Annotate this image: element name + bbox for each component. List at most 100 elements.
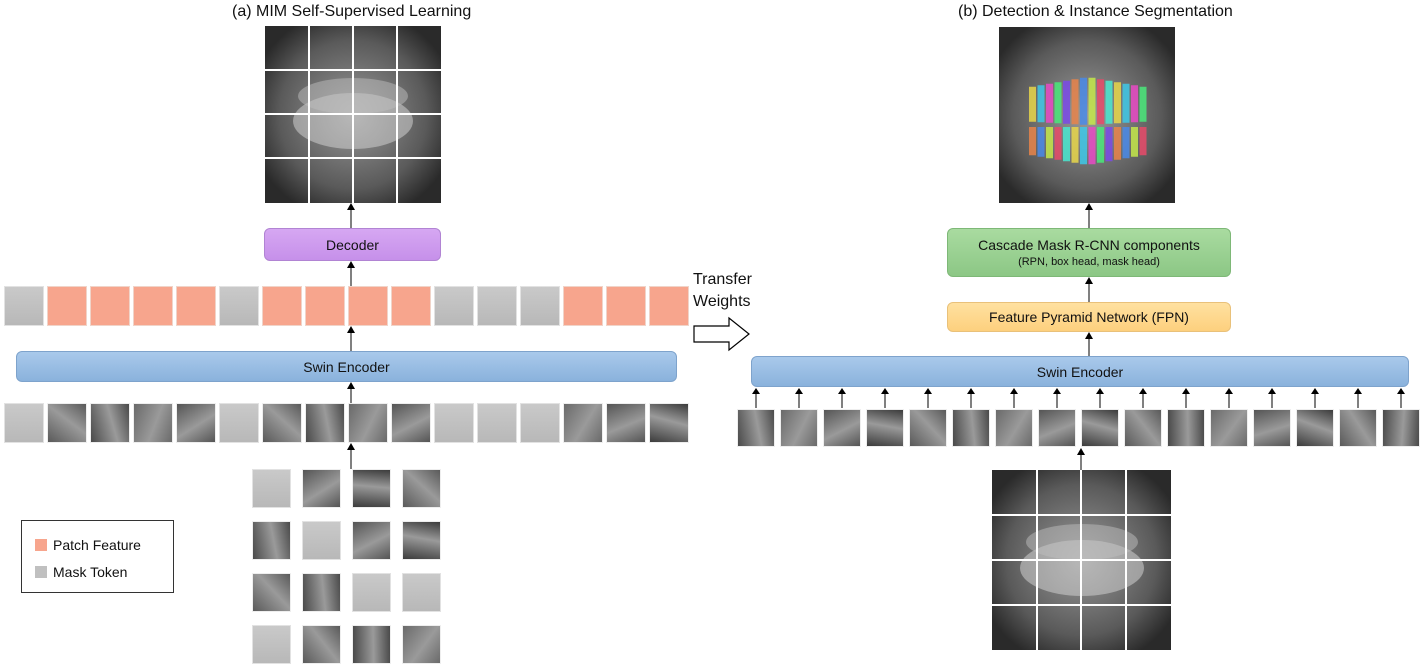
arrow-input-to-encoder	[347, 382, 355, 404]
xray-patch	[176, 403, 216, 443]
tooth-mask-lower	[1097, 127, 1104, 163]
tooth-mask-lower	[1029, 127, 1036, 156]
xray-patch	[1081, 409, 1119, 447]
mask-token	[520, 286, 560, 326]
tooth-mask-upper	[1131, 85, 1138, 123]
legend-label-patch-feature: Patch Feature	[53, 537, 141, 553]
xray-patch	[1382, 409, 1420, 447]
xray-patch	[302, 625, 341, 664]
cascade-label: Cascade Mask R-CNN components	[978, 237, 1200, 253]
mask-token	[520, 403, 560, 443]
legend: Patch Feature Mask Token	[21, 520, 174, 593]
xray-patch	[866, 409, 904, 447]
xray-patch	[780, 409, 818, 447]
arrow-patch-to-encoder	[1354, 388, 1362, 408]
cascade-mask-rcnn-block: Cascade Mask R-CNN components (RPN, box …	[947, 228, 1231, 277]
arrow-patch-to-encoder	[1096, 388, 1104, 408]
tooth-mask-lower	[1139, 127, 1147, 156]
patch-feature-token	[563, 286, 603, 326]
tooth-mask-lower	[1037, 127, 1045, 157]
xray-patch	[1210, 409, 1248, 447]
xray-patch	[302, 573, 341, 612]
patch-feature-token	[348, 286, 388, 326]
mask-token	[302, 521, 341, 560]
cascade-sublabel: (RPN, box head, mask head)	[1018, 256, 1160, 268]
xray-patch	[302, 469, 341, 508]
xray-patch	[1038, 409, 1076, 447]
left-swin-encoder: Swin Encoder	[16, 351, 677, 382]
legend-swatch-mask-token	[35, 566, 47, 578]
arrow-cascade-to-image	[1085, 203, 1093, 229]
xray-patch	[649, 403, 689, 443]
xray-patch	[133, 403, 173, 443]
mask-token	[402, 573, 441, 612]
tooth-mask-lower	[1122, 127, 1130, 159]
xray-patch	[402, 469, 441, 508]
arrow-encoder-to-tokens	[347, 326, 355, 352]
tooth-mask-upper	[1114, 82, 1121, 124]
tooth-mask-lower	[1063, 127, 1070, 162]
arrow-patch-to-encoder	[1225, 388, 1233, 408]
mask-token	[477, 286, 517, 326]
xray-patch	[352, 469, 391, 508]
arrow-patch-to-encoder	[1311, 388, 1319, 408]
xray-patch	[352, 625, 391, 664]
xray-patch	[1124, 409, 1162, 447]
xray-patch	[823, 409, 861, 447]
tooth-mask-upper	[1097, 79, 1104, 125]
reconstructed-xray-image	[265, 26, 441, 203]
xray-patch	[1339, 409, 1377, 447]
arrow-patch-to-encoder	[752, 388, 760, 408]
tooth-mask-upper	[1054, 82, 1062, 124]
tooth-mask-upper	[1088, 77, 1096, 125]
patch-feature-token	[133, 286, 173, 326]
tooth-mask-lower	[1088, 127, 1096, 165]
tooth-mask-upper	[1029, 86, 1036, 122]
xray-patch	[305, 403, 345, 443]
tooth-mask-upper	[1063, 80, 1070, 124]
patch-feature-token	[649, 286, 689, 326]
transfer-line-2: Weights	[693, 293, 751, 310]
tooth-mask-upper	[1071, 79, 1079, 125]
arrow-patch-to-encoder	[1268, 388, 1276, 408]
tooth-mask-upper	[1139, 86, 1147, 122]
input-xray-image	[992, 470, 1171, 650]
xray-patch	[262, 403, 302, 443]
arrow-patch-to-encoder	[1182, 388, 1190, 408]
segmentation-result-image	[999, 27, 1175, 203]
mask-token	[477, 403, 517, 443]
xray-patch	[90, 403, 130, 443]
tooth-mask-upper	[1122, 83, 1130, 123]
arrow-patch-to-encoder	[838, 388, 846, 408]
tooth-mask-lower	[1071, 127, 1079, 163]
patch-feature-token	[391, 286, 431, 326]
patch-feature-token	[176, 286, 216, 326]
tooth-mask-upper	[1037, 85, 1045, 123]
xray-patch	[1167, 409, 1205, 447]
legend-label-mask-token: Mask Token	[53, 564, 128, 580]
xray-patch	[352, 521, 391, 560]
xray-patch	[348, 403, 388, 443]
mask-token	[252, 625, 291, 664]
xray-patch	[1253, 409, 1291, 447]
xray-patch	[391, 403, 431, 443]
tooth-mask-lower	[1105, 127, 1113, 162]
xray-patch	[606, 403, 646, 443]
right-panel-title: (b) Detection & Instance Segmentation	[958, 3, 1233, 20]
mask-token	[4, 286, 44, 326]
xray-patch	[737, 409, 775, 447]
patch-feature-token	[47, 286, 87, 326]
arrow-decoder-to-image	[347, 203, 355, 229]
arrow-fpn-to-cascade	[1085, 277, 1093, 303]
tooth-mask-lower	[1054, 127, 1062, 160]
mask-token	[4, 403, 44, 443]
arrow-patch-to-encoder	[1397, 388, 1405, 408]
arrow-image-to-patches	[1077, 448, 1085, 472]
arrow-patch-to-encoder	[1139, 388, 1147, 408]
xray-patch	[252, 573, 291, 612]
arrow-patch-to-encoder	[881, 388, 889, 408]
xray-patch	[1296, 409, 1334, 447]
xray-patch	[909, 409, 947, 447]
mask-token	[219, 286, 259, 326]
mask-token	[352, 573, 391, 612]
